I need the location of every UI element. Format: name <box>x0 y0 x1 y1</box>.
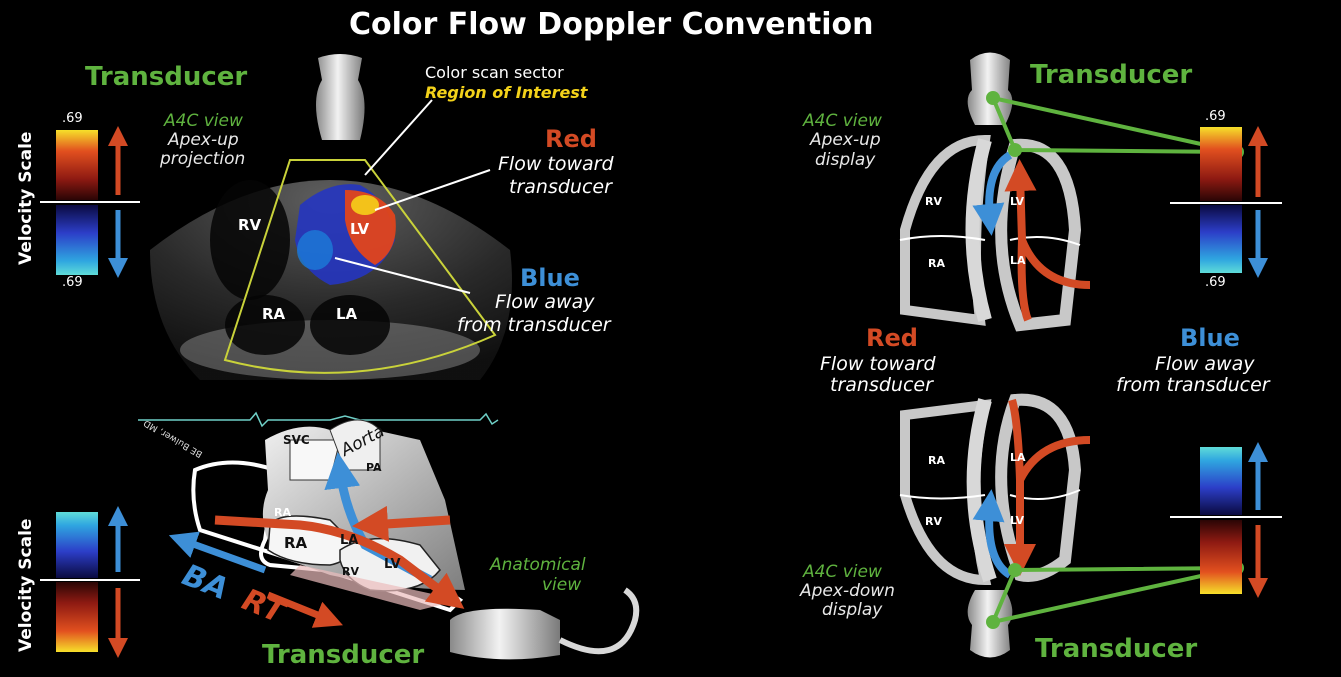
pointer-dot <box>1008 143 1022 157</box>
red-caption-line1: Flow toward <box>498 155 614 174</box>
velocity-scale-label-top: Velocity Scale <box>18 132 35 265</box>
pointer-dot <box>1008 563 1022 577</box>
view-type: projection <box>160 151 245 168</box>
blue-caption-right-line1: Flow away <box>1155 355 1254 374</box>
velocity-bar-red-right <box>1200 127 1242 201</box>
chamber-la: LA <box>336 307 357 322</box>
view-orientation-right-bottom: Apex-down <box>800 583 895 600</box>
label-pa: PA <box>366 462 382 473</box>
transducer-label-left-bottom: Transducer <box>262 642 424 668</box>
label-ra: RA <box>284 536 307 551</box>
red-caption-right-line2: transducer <box>830 376 933 395</box>
transducer-probe-left-bottom <box>450 590 636 659</box>
transducer-label-right-bottom: Transducer <box>1035 636 1197 662</box>
transducer-probe-right-top <box>968 53 1013 126</box>
red-pulmonary-arrow <box>370 520 450 525</box>
scale-min: .69 <box>62 276 83 289</box>
label-la: LA <box>340 534 358 547</box>
velocity-bar-blue-right <box>1200 205 1242 273</box>
velocity-bar-blue-right-bottom <box>1200 447 1242 515</box>
sector-label: Color scan sector <box>425 65 564 81</box>
red-title-right: Red <box>866 326 918 350</box>
transducer-probe-left-top <box>316 54 365 140</box>
chamber-rv-right-bottom: RV <box>925 516 942 527</box>
scale-max: .69 <box>62 112 83 125</box>
blue-caption-right-line2: from transducer <box>1116 376 1270 395</box>
chamber-lv: LV <box>350 222 369 237</box>
velocity-bar-red <box>56 130 98 200</box>
view-name: A4C view <box>164 113 243 130</box>
ecg-trace <box>138 413 498 426</box>
velocity-scale-label-bottom: Velocity Scale <box>18 519 35 652</box>
chamber-rv: RV <box>238 218 261 233</box>
view-name-right-bottom: A4C view <box>803 564 882 581</box>
chamber-rv-right-top: RV <box>925 196 942 207</box>
anatomical-label-line2: view <box>542 577 581 594</box>
label-svc: SVC <box>283 434 310 446</box>
view-type-right-bottom: display <box>822 602 882 619</box>
transducer-label-left-top: Transducer <box>85 64 247 90</box>
label-rv: RV <box>342 566 359 577</box>
view-name-right-top: A4C view <box>803 113 882 130</box>
transducer-label-right-top: Transducer <box>1030 62 1192 88</box>
view-orientation-right-top: Apex-up <box>810 132 881 149</box>
blue-caption-line2: from transducer <box>457 316 611 335</box>
chamber-lv-right-top: LV <box>1010 196 1024 207</box>
region-of-interest-label: Region of Interest <box>425 85 588 101</box>
blue-title-right: Blue <box>1180 326 1240 350</box>
anatomical-label-line1: Anatomical <box>490 557 586 574</box>
red-caption-right-line1: Flow toward <box>820 355 936 374</box>
pointer-dot <box>986 91 1000 105</box>
chamber-ra-right-bottom: RA <box>928 455 945 466</box>
heart-schematic-apex-up <box>900 140 1080 325</box>
view-orientation: Apex-up <box>168 132 239 149</box>
chamber-ra: RA <box>262 307 285 322</box>
sector-pointer-line <box>365 100 432 175</box>
blue-caption-line1: Flow away <box>495 293 594 312</box>
red-title: Red <box>545 127 597 151</box>
red-inflow-right-bottom <box>1012 400 1020 480</box>
figure-title: Color Flow Doppler Convention <box>349 10 873 40</box>
label-ra-small: RA <box>274 507 291 518</box>
velocity-bar-blue-bottom <box>56 512 98 578</box>
velocity-bar-red-bottom <box>56 582 98 652</box>
view-type-right-top: display <box>815 152 875 169</box>
chamber-la-right-bottom: LA <box>1010 452 1026 463</box>
blue-title: Blue <box>520 266 580 290</box>
chamber-ra-right-top: RA <box>928 258 945 269</box>
chamber-la-right-top: LA <box>1010 255 1026 266</box>
label-lv: LV <box>384 558 401 571</box>
scale-min-right: .69 <box>1205 276 1226 289</box>
scale-max-right: .69 <box>1205 110 1226 123</box>
pointer-dot <box>986 615 1000 629</box>
velocity-bar-red-right-bottom <box>1200 520 1242 594</box>
chamber-lv-right-bottom: LV <box>1010 515 1024 526</box>
velocity-bar-blue <box>56 205 98 275</box>
red-caption-line2: transducer <box>509 178 612 197</box>
